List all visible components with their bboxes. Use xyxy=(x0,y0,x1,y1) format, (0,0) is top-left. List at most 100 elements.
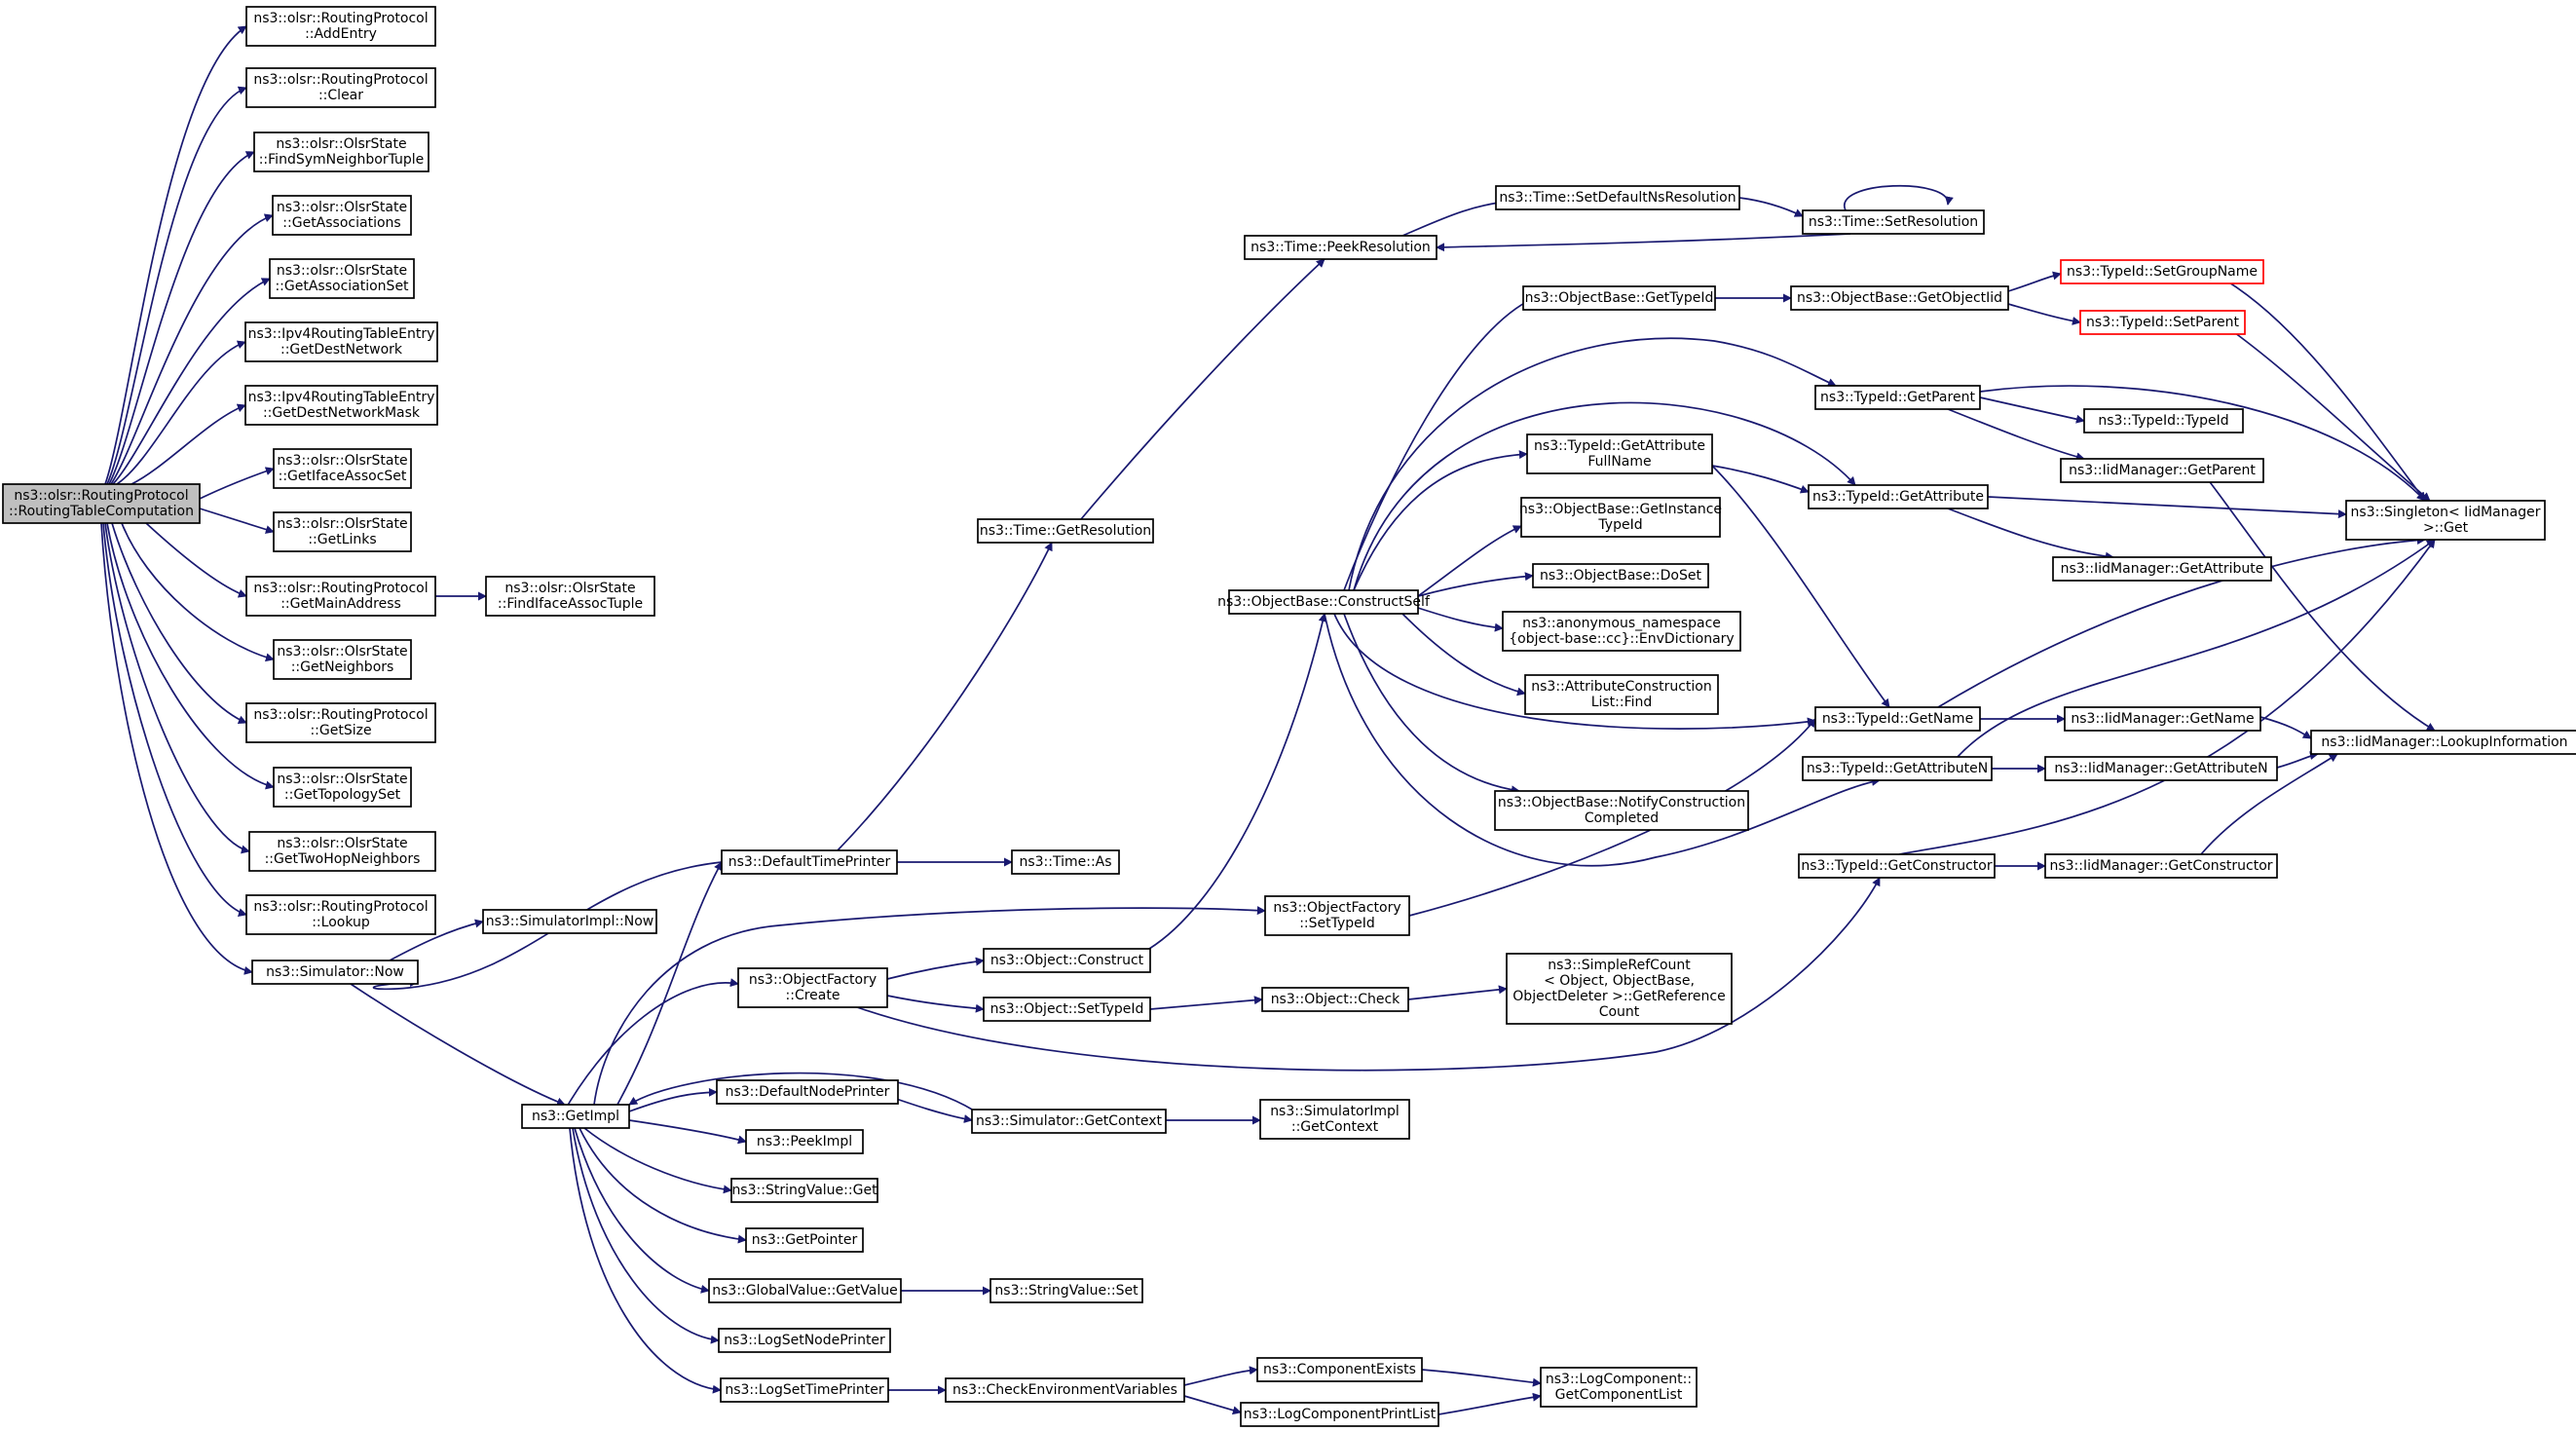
node-box xyxy=(2060,259,2264,284)
node-iidgetparent[interactable]: ns3::IidManager::GetParent xyxy=(2060,458,2264,483)
node-getiface[interactable]: ns3::olsr::OlsrState::GetIfaceAssocSet xyxy=(273,448,412,489)
node-label: ns3::olsr::RoutingProtocol xyxy=(253,707,428,723)
node-logsetnode[interactable]: ns3::LogSetNodePrinter xyxy=(718,1328,891,1353)
node-timeas[interactable]: ns3::Time::As xyxy=(1011,849,1120,875)
node-tidgetctor[interactable]: ns3::TypeId::GetConstructor xyxy=(1798,853,1996,879)
node-singleton[interactable]: ns3::Singleton< IidManager>::Get xyxy=(2345,500,2546,541)
node-objfactsettid[interactable]: ns3::ObjectFactory::SetTypeId xyxy=(1264,895,1410,936)
call-edge-to-getassocset xyxy=(112,278,271,485)
node-constructself[interactable]: ns3::ObjectBase::ConstructSelf xyxy=(1217,589,1431,615)
node-obgetobjtid[interactable]: ns3::ObjectBase::GetObjectIid xyxy=(1790,285,2009,311)
node-box xyxy=(1808,484,1989,509)
node-compexists[interactable]: ns3::ComponentExists xyxy=(1256,1357,1423,1382)
node-label: ns3::TypeId::GetParent xyxy=(1820,390,1975,405)
node-simplerefcount[interactable]: ns3::SimpleRefCount< Object, ObjectBase,… xyxy=(1506,953,1733,1025)
node-obgettypeid[interactable]: ns3::ObjectBase::GetTypeId xyxy=(1522,285,1716,311)
node-notify[interactable]: ns3::ObjectBase::NotifyConstructionCompl… xyxy=(1494,790,1749,831)
node-root[interactable]: ns3::olsr::RoutingProtocol::RoutingTable… xyxy=(2,483,201,524)
node-box xyxy=(1540,1367,1698,1408)
node-tidsetparent[interactable]: ns3::TypeId::SetParent xyxy=(2079,310,2246,335)
node-clear[interactable]: ns3::olsr::RoutingProtocol::Clear xyxy=(245,67,436,108)
node-label: ns3::olsr::OlsrState xyxy=(277,453,407,469)
node-timegetres[interactable]: ns3::Time::GetResolution xyxy=(977,518,1154,544)
call-edge-to-singleton xyxy=(2210,271,2426,502)
node-getdestnet[interactable]: ns3::Ipv4RoutingTableEntry::GetDestNetwo… xyxy=(244,321,438,362)
node-tidsetgroup[interactable]: ns3::TypeId::SetGroupName xyxy=(2060,259,2264,284)
node-getimpl[interactable]: ns3::GetImpl xyxy=(521,1104,630,1129)
node-strvalget[interactable]: ns3::StringValue::Get xyxy=(730,1178,878,1203)
call-edge-to-addentry xyxy=(104,25,247,485)
node-timesetdef[interactable]: ns3::Time::SetDefaultNsResolution xyxy=(1495,185,1740,210)
node-iidgetctor[interactable]: ns3::IidManager::GetConstructor xyxy=(2044,853,2278,879)
node-tidgetname[interactable]: ns3::TypeId::GetName xyxy=(1814,706,1981,732)
node-box xyxy=(1495,185,1740,210)
node-label: ::GetTopologySet xyxy=(284,787,401,803)
node-objcheck[interactable]: ns3::Object::Check xyxy=(1261,987,1409,1012)
node-label: ns3::olsr::OlsrState xyxy=(277,644,407,659)
node-label: ::Create xyxy=(786,988,840,1003)
node-simimplctx[interactable]: ns3::SimulatorImpl::GetContext xyxy=(1259,1099,1410,1140)
node-getpointer[interactable]: ns3::GetPointer xyxy=(745,1227,864,1253)
node-peekimpl[interactable]: ns3::PeekImpl xyxy=(745,1129,864,1154)
node-defnodeprinter[interactable]: ns3::DefaultNodePrinter xyxy=(716,1079,899,1105)
node-getsize[interactable]: ns3::olsr::RoutingProtocol::GetSize xyxy=(245,702,436,743)
node-box xyxy=(1798,853,1996,879)
node-logcompprint[interactable]: ns3::LogComponentPrintList xyxy=(1240,1402,1439,1427)
node-tidtypeid[interactable]: ns3::TypeId::TypeId xyxy=(2083,408,2244,433)
node-objfactcreate[interactable]: ns3::ObjectFactory::Create xyxy=(737,967,888,1008)
node-getdestmask[interactable]: ns3::Ipv4RoutingTableEntry::GetDestNetwo… xyxy=(244,385,438,426)
node-iidgetname[interactable]: ns3::IidManager::GetName xyxy=(2064,706,2261,732)
node-addentry[interactable]: ns3::olsr::RoutingProtocol::AddEntry xyxy=(245,6,436,47)
node-logcomplist[interactable]: ns3::LogComponent::GetComponentList xyxy=(1540,1367,1698,1408)
node-obdoset[interactable]: ns3::ObjectBase::DoSet xyxy=(1532,563,1709,588)
node-globalget[interactable]: ns3::GlobalValue::GetValue xyxy=(708,1278,902,1303)
node-getassocset[interactable]: ns3::olsr::OlsrState::GetAssociationSet xyxy=(269,258,415,299)
node-box xyxy=(245,67,436,108)
node-gettopo[interactable]: ns3::olsr::OlsrState::GetTopologySet xyxy=(273,767,412,808)
node-box xyxy=(718,1328,891,1353)
node-lookupinfo[interactable]: ns3::IidManager::LookupInformation xyxy=(2310,730,2576,755)
node-iidgetattrn[interactable]: ns3::IidManager::GetAttributeN xyxy=(2044,756,2278,781)
call-edge-to-constructself xyxy=(1148,613,1327,950)
node-checkenv[interactable]: ns3::CheckEnvironmentVariables xyxy=(945,1377,1185,1403)
node-strvalset[interactable]: ns3::StringValue::Set xyxy=(989,1278,1143,1303)
call-edge-to-findsym xyxy=(108,151,255,485)
node-simgetctx[interactable]: ns3::Simulator::GetContext xyxy=(971,1109,1167,1134)
call-edge-to-timepeek xyxy=(1436,233,1851,252)
node-simnow[interactable]: ns3::Simulator::Now xyxy=(251,960,419,985)
node-gettwohop[interactable]: ns3::olsr::OlsrState::GetTwoHopNeighbors xyxy=(248,831,436,872)
node-getassoc[interactable]: ns3::olsr::OlsrState::GetAssociations xyxy=(272,195,412,236)
call-edge-to-getiface xyxy=(199,467,275,500)
node-findsym[interactable]: ns3::olsr::OlsrState::FindSymNeighborTup… xyxy=(253,132,429,172)
node-objconstruct[interactable]: ns3::Object::Construct xyxy=(983,948,1151,973)
node-label: ns3::olsr::OlsrState xyxy=(504,581,635,596)
call-edge-to-tidgetattrn xyxy=(1324,613,1881,867)
node-tidgetparent[interactable]: ns3::TypeId::GetParent xyxy=(1814,385,1981,410)
node-timepeek[interactable]: ns3::Time::PeekResolution xyxy=(1244,235,1437,260)
node-label: ns3::Simulator::Now xyxy=(266,964,404,980)
node-getmain[interactable]: ns3::olsr::RoutingProtocol::GetMainAddre… xyxy=(245,576,436,617)
node-logsettime[interactable]: ns3::LogSetTimePrinter xyxy=(720,1377,889,1403)
node-getlinks[interactable]: ns3::olsr::OlsrState::GetLinks xyxy=(273,511,412,552)
node-getneigh[interactable]: ns3::olsr::OlsrState::GetNeighbors xyxy=(273,639,412,680)
node-label: ::GetNeighbors xyxy=(291,659,394,675)
node-label: ns3::AttributeConstruction xyxy=(1531,679,1711,695)
node-findiface[interactable]: ns3::olsr::OlsrState::FindIfaceAssocTupl… xyxy=(485,576,655,617)
call-edge-to-objcheck xyxy=(1149,996,1263,1010)
node-box xyxy=(2,483,201,524)
node-lookup[interactable]: ns3::olsr::RoutingProtocol::Lookup xyxy=(245,894,436,935)
node-tidgetattrn[interactable]: ns3::TypeId::GetAttributeN xyxy=(1802,756,1993,781)
node-simimplnow[interactable]: ns3::SimulatorImpl::Now xyxy=(482,909,657,934)
node-label: ns3::Time::As xyxy=(1019,854,1111,870)
node-label: ns3::Ipv4RoutingTableEntry xyxy=(248,390,435,405)
node-objsettypeid[interactable]: ns3::Object::SetTypeId xyxy=(983,997,1151,1022)
node-envdict[interactable]: ns3::anonymous_namespace{object-base::cc… xyxy=(1502,611,1741,652)
node-timesetres[interactable]: ns3::Time::SetResolution xyxy=(1802,209,1985,235)
node-tidgetattr[interactable]: ns3::TypeId::GetAttribute xyxy=(1808,484,1989,509)
node-box xyxy=(244,321,438,362)
node-deftimeprinter[interactable]: ns3::DefaultTimePrinter xyxy=(721,849,898,875)
node-iidgetattr[interactable]: ns3::IidManager::GetAttribute xyxy=(2052,556,2272,582)
